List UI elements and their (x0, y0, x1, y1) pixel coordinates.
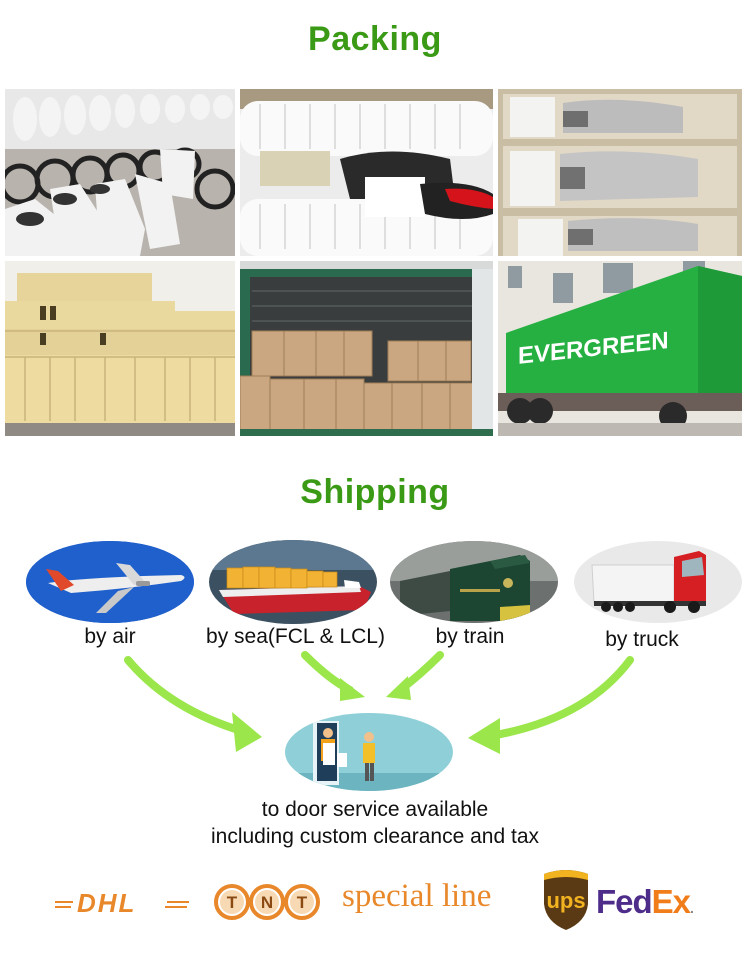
container-loading-photo (240, 261, 493, 436)
converging-arrows-icon (124, 651, 634, 754)
method-label-train: by train (435, 625, 505, 648)
svg-text:T: T (227, 893, 238, 912)
airplane-icon (26, 541, 194, 623)
fedex-ex-text: Ex (651, 883, 691, 920)
wrapped-bikes-photo (5, 89, 235, 256)
svg-text:ups: ups (546, 888, 585, 913)
train-icon (390, 541, 558, 623)
fedex-fed-text: Fed (596, 883, 653, 920)
door-delivery-icon (285, 713, 453, 791)
fedex-logo: FedEx. (596, 883, 694, 921)
door-service-line1: to door service available (261, 798, 489, 821)
door-service-line2: including custom clearance and tax (210, 825, 540, 848)
boxed-bikes-photo (498, 89, 742, 256)
svg-text:DHL: DHL (77, 888, 136, 918)
method-label-air: by air (84, 625, 136, 648)
fedex-dot: . (690, 900, 694, 916)
truck-icon (574, 541, 742, 623)
evergreen-container-photo: EVERGREEN (498, 261, 742, 436)
dhl-logo: DHL (55, 888, 190, 918)
tnt-logo: T N T (213, 882, 321, 922)
method-label-truck: by truck (605, 628, 679, 651)
ups-logo: ups (541, 868, 591, 930)
method-label-sea: by sea(FCL & LCL) (206, 625, 385, 648)
packing-title: Packing (308, 20, 442, 58)
foam-packed-parts-photo (240, 89, 493, 256)
svg-text:N: N (261, 893, 273, 912)
svg-text:T: T (297, 893, 308, 912)
cargo-ship-icon (209, 540, 377, 624)
special-line-logo: special line (342, 878, 492, 914)
stacked-cartons-photo (5, 261, 235, 436)
shipping-title: Shipping (300, 473, 450, 511)
